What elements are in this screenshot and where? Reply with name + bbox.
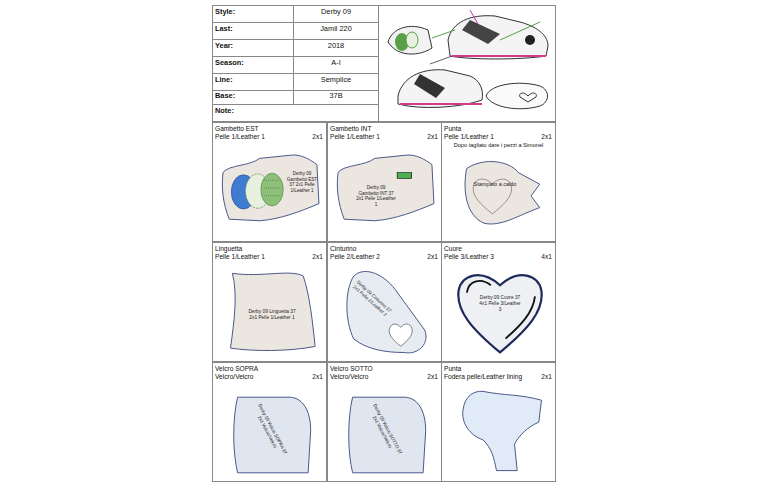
piece-name: Cuore xyxy=(444,245,462,253)
piece-name: Punta xyxy=(444,365,461,373)
table-value: A-I xyxy=(294,59,378,68)
material: Fodera pelle/Leather lining xyxy=(444,373,522,381)
piece-name: Gambetto EST xyxy=(215,125,259,133)
table-key: Season: xyxy=(215,59,244,68)
quantity: 2x1 xyxy=(312,373,323,381)
piece-name: Cinturino xyxy=(330,245,356,253)
table-value: Semplice xyxy=(294,76,378,85)
material: Pelle 1/Leather 1 xyxy=(215,133,265,141)
table-key: Base: xyxy=(215,92,235,101)
table-value: 37B xyxy=(294,92,378,101)
material: Pelle 1/Leather 1 xyxy=(215,253,265,261)
material: Pelle 2/Leather 2 xyxy=(330,253,380,261)
piece-name: Punta xyxy=(444,125,461,133)
pattern-cell: Gambetto INTPelle 1/Leather 1 2x1Derby 09… xyxy=(327,122,442,242)
piece-label: Stampato a caldo xyxy=(472,181,518,188)
quantity: 2x1 xyxy=(427,253,438,261)
cutting-note: Dopo tagliato dare i pezzi a Simonel xyxy=(442,142,555,148)
piece-name: Velcro SOPRA xyxy=(215,365,258,373)
table-key: Line: xyxy=(215,76,233,85)
table-key: Style: xyxy=(215,8,235,17)
table-key: Year: xyxy=(215,42,233,51)
material: Pelle 3/Leather 3 xyxy=(444,253,494,261)
lining-piece xyxy=(456,387,546,475)
quantity: 2x1 xyxy=(312,253,323,261)
table-value: Derby 09 xyxy=(294,8,378,17)
pattern-cell: CinturinoPelle 2/Leather 2 2x1Derby 09 Ci… xyxy=(327,242,442,362)
material: Velcro/Velcro xyxy=(330,373,368,381)
quantity: 2x1 xyxy=(541,373,552,381)
quantity: 2x1 xyxy=(427,133,438,141)
pattern-piece: Derby 09 Linguetta 37 2x1 Pelle 1/Leathe… xyxy=(225,269,317,355)
material: Pelle 1/Leather 1 xyxy=(330,133,380,141)
quantity: 2x1 xyxy=(541,133,552,141)
pattern-outline xyxy=(458,153,544,231)
piece-name: Gambetto INT xyxy=(330,125,371,133)
pattern-piece: Derby 09 Velcro SOPRA 37 2x1 Velcro/Velc… xyxy=(229,393,315,477)
quantity: 2x1 xyxy=(312,133,323,141)
pattern-cell: PuntaFodera pelle/Leather lining 2x1 xyxy=(441,362,556,482)
piece-label: Derby 09 Cuore 37 4x1 Pelle 3/Leather 3 xyxy=(478,295,522,312)
table-value: 2018 xyxy=(294,42,378,51)
table-value: Jamil 220 xyxy=(294,25,378,34)
pattern-cell: LinguettaPelle 1/Leather 1 2x1Derby 09 Li… xyxy=(212,242,327,362)
material: Pelle 1/Leather 1 xyxy=(444,133,494,141)
pattern-piece: Stampato a caldo xyxy=(458,153,544,231)
pattern-piece: Derby 09 Gambetto EST 37 2x1 Pelle 1/Lea… xyxy=(219,149,321,227)
pattern-piece: Derby 09 Gambetto INT 37 2x1 Pelle 1/Lea… xyxy=(334,149,436,227)
pattern-cell: PuntaPelle 1/Leather 1 2x1Dopo tagliato d… xyxy=(441,122,556,242)
piece-name: Velcro SOTTO xyxy=(330,365,373,373)
pattern-cell: Gambetto ESTPelle 1/Leather 1 2x1Derby 09… xyxy=(212,122,327,242)
quantity: 4x1 xyxy=(541,253,552,261)
quantity: 2x1 xyxy=(427,373,438,381)
pattern-cell: Velcro SOPRAVelcro/Velcro 2x1Derby 09 Vel… xyxy=(212,362,327,482)
piece-label: Derby 09 Gambetto EST 37 2x1 Pelle 1/Lea… xyxy=(285,171,319,193)
piece-name: Linguetta xyxy=(215,245,242,253)
pattern-piece: Derby 09 Cinturino 37 2x1 Pelle 2/Leathe… xyxy=(340,267,432,357)
pattern-cell: Velcro SOTTOVelcro/Velcro 2x1Derby 09 Vel… xyxy=(327,362,442,482)
pattern-piece: Derby 09 Cuore 37 4x1 Pelle 3/Leather 3 xyxy=(454,265,546,357)
shoe-illustration xyxy=(388,10,548,109)
pattern-cell: CuorePelle 3/Leather 3 4x1Derby 09 Cuore … xyxy=(441,242,556,362)
material: Velcro/Velcro xyxy=(215,373,253,381)
table-key: Last: xyxy=(215,25,233,34)
table-key: Note: xyxy=(215,107,234,116)
piece-label: Derby 09 Linguetta 37 2x1 Pelle 1/Leathe… xyxy=(247,309,297,321)
piece-label: Derby 09 Gambetto INT 37 2x1 Pelle 1/Lea… xyxy=(356,185,396,207)
pattern-piece: Derby 09 Velcro SOTTO 37 2x1 Velcro/Velc… xyxy=(344,393,430,477)
pattern-outline xyxy=(456,387,546,475)
